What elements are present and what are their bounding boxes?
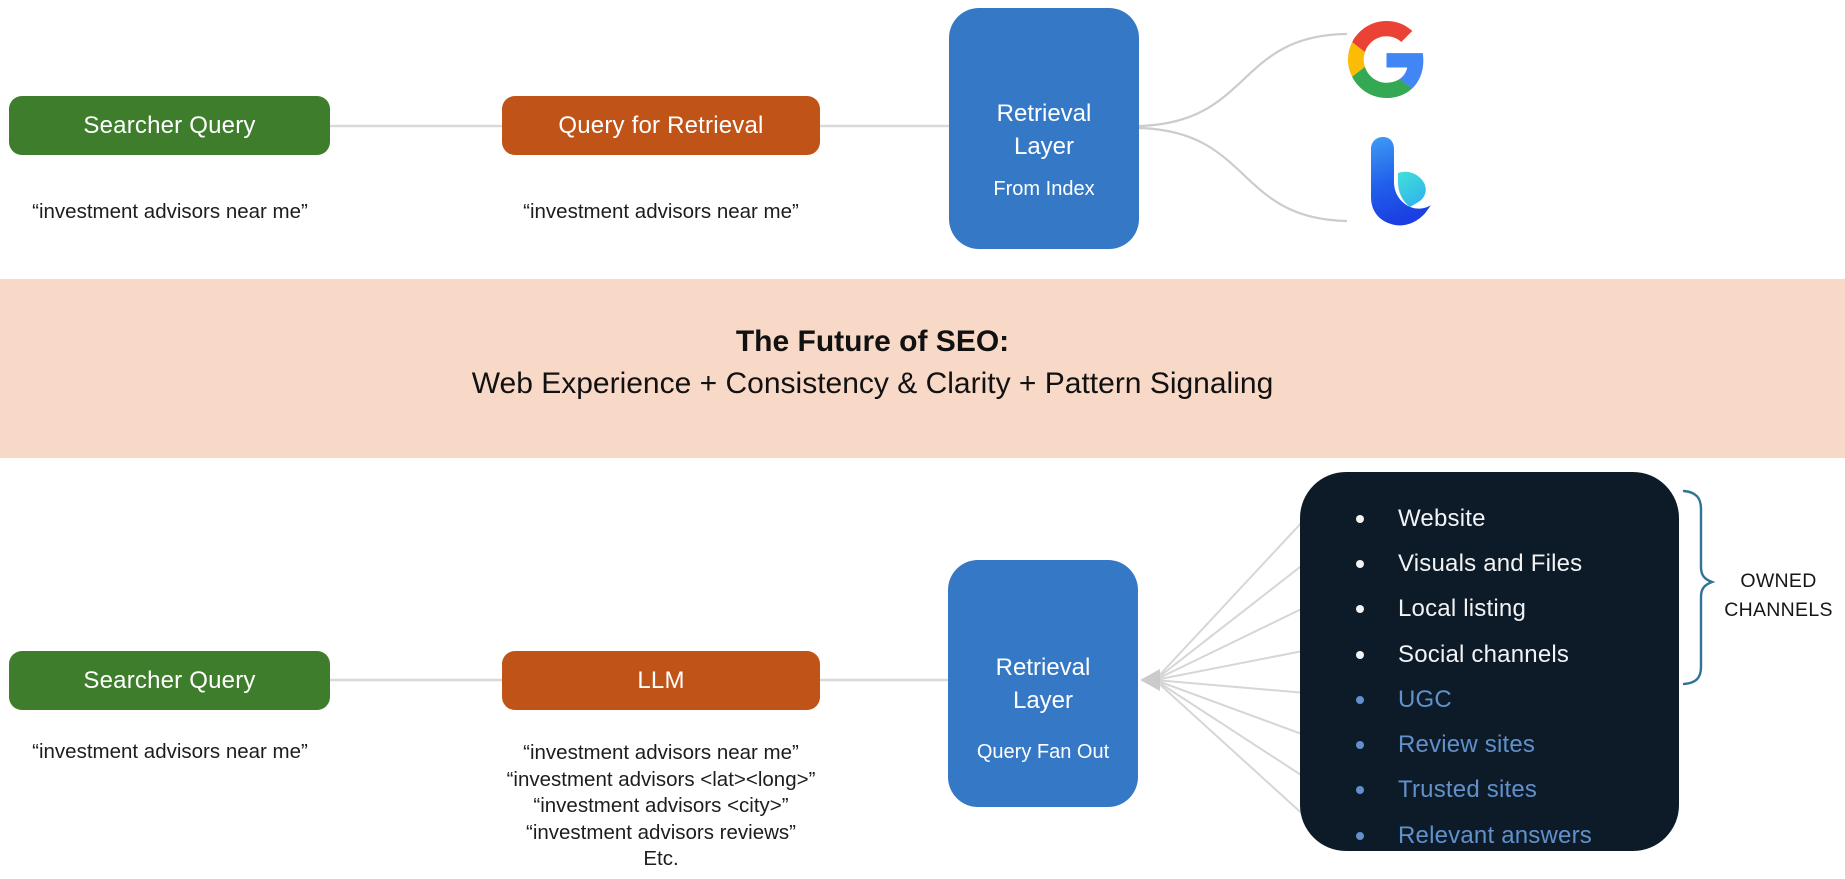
bullet-dot-icon — [1356, 786, 1364, 795]
llm-query-line: “investment advisors near me” — [523, 741, 799, 764]
curve-to-bing — [1138, 126, 1348, 223]
channel-item-label: Visuals and Files — [1398, 549, 1583, 577]
owned-channels-bracket — [1682, 489, 1716, 686]
bullet-dot-icon — [1356, 514, 1364, 523]
retrieval-layer-subtitle-top: From Index — [993, 178, 1095, 200]
llm-label: LLM — [637, 666, 685, 694]
bullet-dot-icon — [1356, 559, 1364, 568]
channel-item: Visuals and Files — [1300, 541, 1679, 586]
searcher-query-node-top: Searcher Query — [9, 96, 330, 155]
bullet-dot-icon — [1356, 695, 1364, 704]
llm-query-line: Etc. — [643, 847, 679, 870]
searcher-query-label-bottom: Searcher Query — [83, 666, 256, 694]
channels-card: Website Visuals and Files Local listing … — [1300, 472, 1679, 851]
searcher-query-node-bottom: Searcher Query — [9, 651, 330, 710]
query-for-retrieval-label: Query for Retrieval — [558, 111, 764, 139]
channel-item: Review sites — [1300, 722, 1679, 767]
google-logo-icon — [1348, 21, 1425, 98]
future-of-seo-banner: The Future of SEO: Web Experience + Cons… — [0, 279, 1845, 458]
llm-query-fanout-examples: “investment advisors near me” “investmen… — [475, 740, 847, 873]
owned-channels-label-line1: OWNED — [1740, 570, 1817, 592]
retrieval-layer-node-top: Retrieval Layer From Index — [949, 8, 1139, 249]
channels-list: Website Visuals and Files Local listing … — [1300, 472, 1679, 851]
bullet-dot-icon — [1356, 831, 1364, 840]
channel-item-label: UGC — [1398, 685, 1452, 713]
retrieval-layer-title-line2: Layer — [1012, 687, 1074, 714]
channel-item: Local listing — [1300, 587, 1679, 632]
channel-item: Trusted sites — [1300, 768, 1679, 813]
llm-node: LLM — [502, 651, 820, 710]
searcher-query-example-bottom: “investment advisors near me” — [32, 740, 308, 763]
query-for-retrieval-node: Query for Retrieval — [502, 96, 820, 155]
bullet-dot-icon — [1356, 605, 1364, 614]
channel-item-label: Local listing — [1398, 595, 1527, 623]
channel-item: Relevant answers — [1300, 813, 1679, 851]
bing-logo-icon — [1366, 135, 1433, 227]
channel-item-label: Social channels — [1398, 640, 1570, 668]
owned-channels-label: OWNED CHANNELS — [1712, 567, 1845, 625]
bullet-dot-icon — [1356, 650, 1364, 659]
banner-subtitle: Web Experience + Consistency & Clarity +… — [471, 367, 1274, 400]
retrieval-layer-title-line1: Retrieval — [996, 100, 1092, 127]
retrieval-layer-node-bottom: Retrieval Layer Query Fan Out — [948, 560, 1138, 807]
channel-item-label: Relevant answers — [1398, 821, 1592, 849]
curve-to-google — [1138, 32, 1348, 128]
searcher-query-label: Searcher Query — [83, 111, 256, 139]
fan-out-lines — [1154, 504, 1319, 829]
retrieval-query-example: “investment advisors near me” — [523, 200, 799, 223]
left-arrowhead-icon — [1140, 669, 1160, 691]
retrieval-layer-title-line1: Retrieval — [995, 654, 1091, 681]
channel-item: UGC — [1300, 677, 1679, 722]
channel-item-label: Trusted sites — [1398, 776, 1538, 804]
channel-item-label: Website — [1398, 504, 1486, 532]
retrieval-layer-subtitle-bottom: Query Fan Out — [976, 741, 1110, 763]
channel-item-label: Review sites — [1398, 731, 1536, 759]
searcher-query-example-top: “investment advisors near me” — [32, 200, 308, 223]
bullet-dot-icon — [1356, 741, 1364, 750]
banner-title: The Future of SEO: — [735, 325, 1010, 358]
retrieval-layer-title-line2: Layer — [1013, 133, 1075, 160]
channel-item: Social channels — [1300, 632, 1679, 677]
owned-channels-label-line2: CHANNELS — [1724, 599, 1833, 621]
channel-item: Website — [1300, 496, 1679, 541]
llm-query-line: “investment advisors <city>” — [533, 794, 789, 817]
llm-query-line: “investment advisors <lat><long>” — [506, 767, 816, 791]
llm-query-line: “investment advisors reviews” — [526, 820, 796, 844]
